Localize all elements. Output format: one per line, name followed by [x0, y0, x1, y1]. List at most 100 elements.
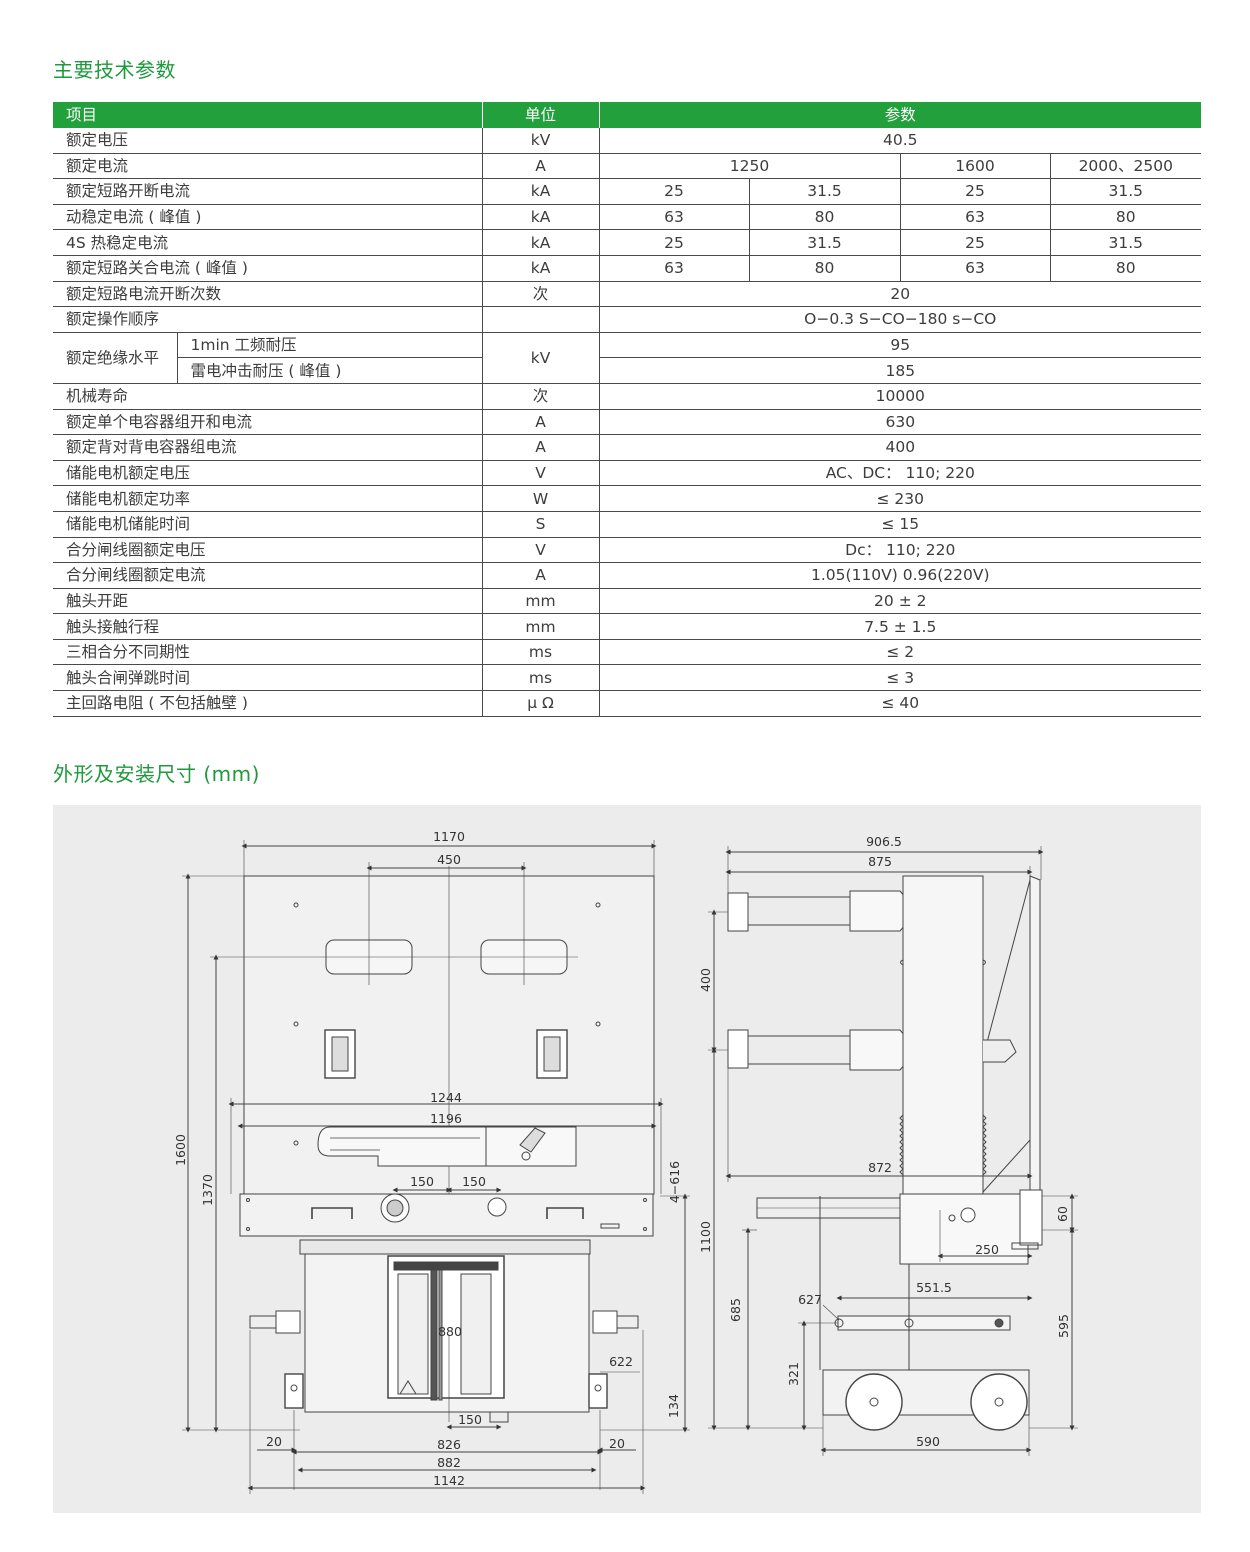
dim-321: 321 [786, 1362, 801, 1386]
row-value: 95 [599, 332, 1202, 359]
dim-450: 450 [437, 852, 461, 867]
table-row: 储能电机储能时间 S ≤ 15 [53, 511, 1202, 538]
row-unit: kV [481, 332, 600, 384]
table-row: 额定操作顺序 O−0.3 S−CO−180 s−CO [53, 306, 1202, 333]
row-value: 1.05(110V) 0.96(220V) [599, 562, 1202, 589]
row-value: 400 [599, 434, 1202, 461]
row-value: 10000 [599, 383, 1202, 410]
row-value: ≤ 15 [599, 511, 1202, 538]
table-row: 额定绝缘水平 1min 工频耐压 kV 95 [53, 332, 1202, 384]
row-value: 40.5 [599, 128, 1202, 154]
dim-1196: 1196 [430, 1111, 462, 1126]
row-value: ≤ 2 [599, 639, 1202, 666]
row-value: 1250 [599, 153, 901, 180]
row-unit: kA [481, 255, 600, 282]
table-row: 额定背对背电容器组电流 A 400 [53, 434, 1202, 461]
dim-150-bottom: 150 [458, 1412, 482, 1427]
row-value: 25 [599, 229, 750, 256]
dim-1100: 1100 [698, 1221, 713, 1253]
row-value: O−0.3 S−CO−180 s−CO [599, 306, 1202, 333]
dim-250: 250 [975, 1242, 999, 1257]
row-value: Dc： 110; 220 [599, 537, 1202, 564]
dim-134: 134 [666, 1394, 681, 1418]
row-unit: W [481, 485, 600, 512]
row-value: 20 ± 2 [599, 588, 1202, 615]
row-value: 63 [599, 255, 750, 282]
row-subname: 1min 工频耐压 [176, 332, 483, 359]
dim-622: 622 [609, 1354, 633, 1369]
row-unit: mm [481, 613, 600, 640]
dim-872: 872 [868, 1160, 892, 1175]
row-value: 80 [1049, 204, 1202, 231]
row-unit: kA [481, 178, 600, 205]
row-name: 主回路电阻 ( 不包括触壁 ) [53, 690, 483, 717]
row-unit: A [481, 409, 600, 436]
table-row: 储能电机额定功率 W ≤ 230 [53, 485, 1202, 512]
row-unit: mm [481, 588, 600, 615]
dim-875: 875 [868, 854, 892, 869]
table-row: 额定电压 kV 40.5 [53, 128, 1202, 154]
dim-20-left: 20 [266, 1434, 282, 1449]
row-name: 触头合闸弹跳时间 [53, 664, 483, 692]
row-value: 25 [899, 178, 1051, 205]
row-value: ≤ 40 [599, 690, 1202, 717]
row-value: 31.5 [1049, 229, 1202, 256]
table-row: 额定短路关合电流 ( 峰值 ) kA 63 80 63 80 [53, 255, 1202, 282]
row-value: 630 [599, 409, 1202, 436]
row-value: 31.5 [1049, 178, 1202, 205]
section-title-parameters: 主要技术参数 [53, 58, 176, 82]
dim-20-right: 20 [609, 1436, 625, 1451]
table-row: 触头合闸弹跳时间 ms ≤ 3 [53, 664, 1202, 692]
row-unit: μ Ω [481, 690, 600, 717]
row-value: 25 [899, 229, 1051, 256]
dim-1600: 1600 [173, 1134, 188, 1166]
row-name: 合分闸线圈额定电流 [53, 562, 483, 589]
row-name: 动稳定电流 ( 峰值 ) [53, 204, 483, 231]
row-name: 三相合分不同期性 [53, 639, 483, 666]
row-name: 合分闸线圈额定电压 [53, 537, 483, 564]
row-unit: ms [481, 639, 600, 666]
row-value: 20 [599, 281, 1202, 308]
table-row: 额定短路开断电流 kA 25 31.5 25 31.5 [53, 178, 1202, 205]
row-name: 额定操作顺序 [53, 306, 483, 333]
table-row: 主回路电阻 ( 不包括触壁 ) μ Ω ≤ 40 [53, 690, 1202, 717]
dim-590: 590 [916, 1434, 940, 1449]
row-value: 80 [1049, 255, 1202, 282]
row-unit: 次 [481, 281, 600, 308]
row-unit: A [481, 562, 600, 589]
row-unit: A [481, 153, 600, 180]
row-value: 63 [899, 204, 1051, 231]
table-row: 4S 热稳定电流 kA 25 31.5 25 31.5 [53, 229, 1202, 256]
row-name: 储能电机储能时间 [53, 511, 483, 538]
row-name: 触头接触行程 [53, 613, 483, 640]
section-title-dimensions: 外形及安装尺寸 (mm) [53, 762, 260, 786]
dim-1244: 1244 [430, 1090, 462, 1105]
row-unit: S [481, 511, 600, 538]
row-name: 额定短路电流开断次数 [53, 281, 483, 308]
row-name: 额定短路开断电流 [53, 178, 483, 205]
dimension-drawing: 1170 450 1244 1196 150 150 4−616 1600 13… [173, 829, 1078, 1494]
dim-551-5: 551.5 [916, 1280, 952, 1295]
table-row: 额定短路电流开断次数 次 20 [53, 281, 1202, 308]
table-row: 储能电机额定电压 V AC、DC： 110; 220 [53, 460, 1202, 487]
row-unit [481, 306, 600, 333]
row-value: 63 [599, 204, 750, 231]
dim-1370: 1370 [200, 1174, 215, 1206]
dim-627: 627 [798, 1292, 822, 1307]
table-row: 雷电冲击耐压 ( 峰值 ) 185 [53, 357, 1202, 384]
dim-882: 882 [437, 1455, 461, 1470]
dim-826: 826 [437, 1437, 461, 1452]
dim-880: 880 [438, 1324, 462, 1339]
row-name: 额定电压 [53, 128, 483, 154]
header-unit: 单位 [482, 102, 600, 128]
row-name: 机械寿命 [53, 383, 483, 410]
row-value: 80 [748, 204, 901, 231]
row-name: 4S 热稳定电流 [53, 229, 483, 256]
row-value: 80 [748, 255, 901, 282]
row-value: 31.5 [748, 229, 901, 256]
dim-906-5: 906.5 [866, 834, 902, 849]
table-row: 机械寿命 次 10000 [53, 383, 1202, 410]
row-value: 185 [599, 357, 1202, 384]
row-value: 1600 [899, 153, 1051, 180]
dim-1142: 1142 [433, 1473, 465, 1488]
